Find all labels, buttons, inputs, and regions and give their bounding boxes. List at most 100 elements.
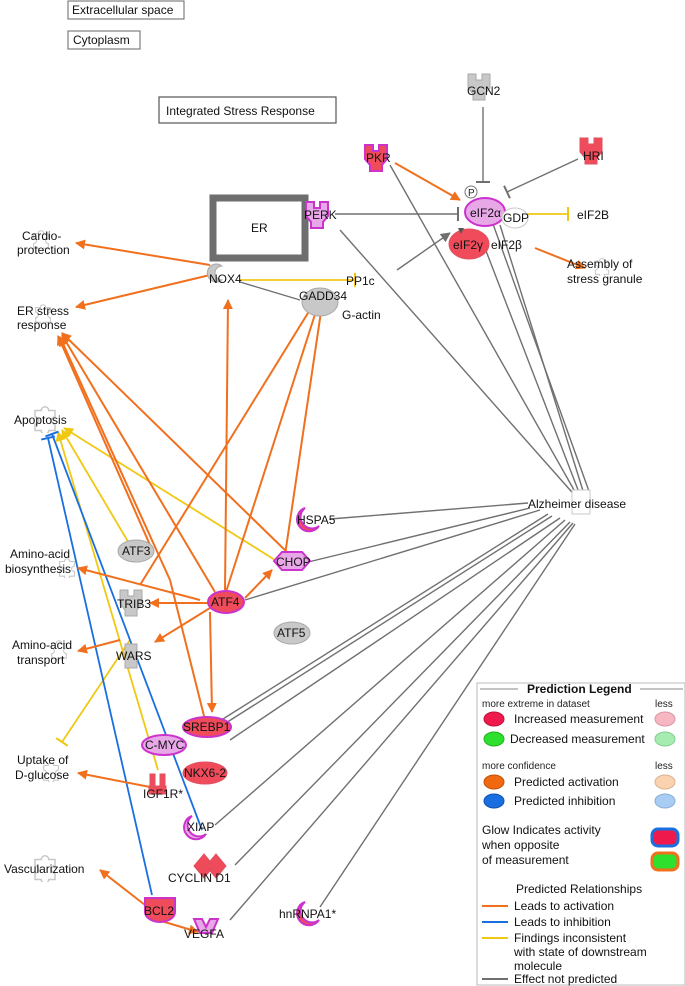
hnrnpa1-label: hnRNPA1* [279,907,336,921]
eif2beta-label[interactable]: eIF2β [491,238,522,252]
edges-inhibition [40,430,203,896]
hnrnpa1-node[interactable]: hnRNPA1* [279,901,336,927]
nox4-node[interactable]: NOX4 [206,263,242,286]
gadd34-label: GADD34 [299,289,347,303]
er-stress-label-2: response [17,318,67,332]
cmyc-node[interactable]: C-MYC [141,734,187,756]
er-stress-function[interactable]: ER stress response [17,304,69,332]
chop-node[interactable]: CHOP [272,551,312,571]
igf1r-label: IGF1R* [143,787,183,801]
wars-node[interactable]: WARS [116,643,152,669]
eif2b-label[interactable]: eIF2B [577,208,609,222]
atf5-label: ATF5 [277,626,306,640]
legend-glow-2: when opposite [481,838,560,852]
hspa5-node[interactable]: HSPA5 [296,507,336,533]
vascularization-function[interactable]: Vascularization [4,855,84,884]
cytoplasm-box: Cytoplasm [67,30,141,50]
edges-inconsistent [55,207,569,771]
cytoplasm-label: Cytoplasm [73,33,130,47]
assembly-label-2: stress granule [567,272,643,286]
legend-findings-1: Findings inconsistent [514,931,627,945]
vasc-label: Vascularization [4,862,84,876]
bcl2-node[interactable]: BCL2 [144,897,176,923]
cyclind1-label: CYCLIN D1 [168,871,231,885]
pkr-label: PKR [366,151,391,165]
legend-effect-not-predicted: Effect not predicted [514,972,617,986]
er-organelle: ER [209,194,309,262]
edges-not-predicted [214,107,591,921]
pkr-node[interactable]: PKR [364,144,391,172]
assembly-function[interactable]: Assembly of stress granule [567,257,643,286]
cmyc-label: C-MYC [145,738,185,752]
gdp-label: GDP [503,211,529,225]
pathway-title: Integrated Stress Response [166,104,315,118]
er-label: ER [251,221,268,235]
atf4-label: ATF4 [211,595,240,609]
eif2a-node[interactable]: eIF2α [464,197,506,227]
legend-findings-3: molecule [514,959,562,973]
eif2g-node[interactable]: eIF2γ [448,228,490,260]
legend-less-1: less [655,699,673,710]
nox4-label: NOX4 [209,272,242,286]
assembly-label-1: Assembly of [567,257,633,271]
atf3-label: ATF3 [122,544,151,558]
cyclind1-node[interactable]: CYCLIN D1 [168,853,231,885]
pp1c-label[interactable]: PP1c [346,274,375,288]
atf3-node[interactable]: ATF3 [117,539,155,563]
hspa5-label: HSPA5 [297,513,336,527]
extracellular-label: Extracellular space [72,3,174,17]
eif2g-label: eIF2γ [453,238,483,252]
perk-node[interactable]: PERK [304,201,337,229]
gcn2-node[interactable]: GCN2 [467,73,501,101]
alzheimer-function[interactable]: Alzheimer disease [528,489,626,515]
pathway-title-box: Integrated Stress Response [158,96,337,124]
legend-glow-3: of measurement [482,853,569,867]
apoptosis-function[interactable]: Apoptosis [14,406,67,435]
hri-label: HRI [583,149,604,163]
legend-title: Prediction Legend [527,682,632,696]
cardio-label-1: Cardio- [22,229,61,243]
gadd34-node[interactable]: GADD34 [299,287,347,317]
legend-decreased: Decreased measurement [510,732,645,746]
vegfa-label: VEGFA [184,927,224,941]
legend-less-2: less [655,761,673,772]
gactin-label[interactable]: G-actin [342,308,381,322]
bcl2-label: BCL2 [144,904,174,918]
uptake-label-2: D-glucose [15,768,69,782]
srebp1-node[interactable]: SREBP1 [182,716,232,738]
cardio-function[interactable]: Cardio- protection [17,229,70,257]
aa-trans-label-1: Amino-acid [12,638,72,652]
uptake-function[interactable]: Uptake of D-glucose [15,753,69,783]
aa-transport-function[interactable]: Amino-acid transport [12,638,72,667]
phospho-badge: P [464,185,478,199]
legend-more-extreme: more extreme in dataset [482,699,590,710]
legend-leads-inhibition: Leads to inhibition [514,915,611,929]
hri-node[interactable]: HRI [579,137,604,165]
legend-more-confidence: more confidence [482,761,556,772]
aa-trans-label-2: transport [17,653,65,667]
gcn2-label: GCN2 [467,84,501,98]
atf4-node[interactable]: ATF4 [207,590,245,614]
er-stress-label-1: ER stress [17,304,69,318]
vegfa-node[interactable]: VEGFA [184,918,224,941]
legend-leads-activation: Leads to activation [514,899,614,913]
nkx62-node[interactable]: NKX6-2 [182,761,228,785]
legend-pred-inhibition: Predicted inhibition [514,794,615,808]
perk-label: PERK [304,208,337,222]
aa-bio-label-1: Amino-acid [10,547,70,561]
edges-activation [57,162,586,935]
nkx62-label: NKX6-2 [184,766,226,780]
trib3-node[interactable]: TRIB3 [117,589,151,617]
aa-biosynthesis-function[interactable]: Amino-acid biosynthesis [5,547,75,579]
legend-findings-2: with state of downstream [513,945,647,959]
chop-label: CHOP [276,555,311,569]
xiap-node[interactable]: XIAP [183,815,214,841]
gdp-node[interactable]: GDP [501,207,529,229]
xiap-label: XIAP [187,820,214,834]
cardio-label-2: protection [17,243,70,257]
igf1r-node[interactable]: IGF1R* [143,773,183,801]
srebp1-label: SREBP1 [183,720,231,734]
atf5-node[interactable]: ATF5 [273,621,311,645]
legend-pred-activation: Predicted activation [514,775,619,789]
